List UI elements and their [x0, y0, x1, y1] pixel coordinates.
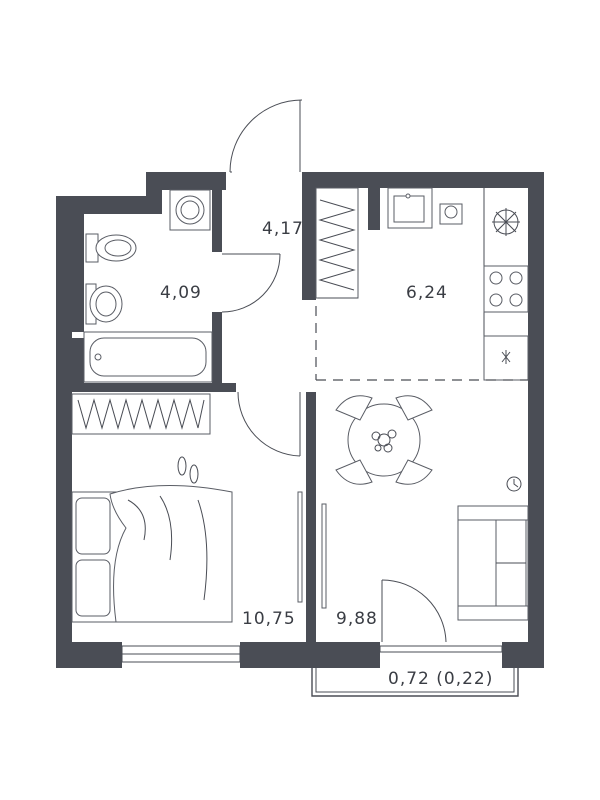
bathroom-area-label: 4,09: [160, 283, 202, 303]
balcony-outline: [311, 668, 519, 697]
area-labels: 4,09 4,17 6,24 10,75 9,88 0,72 (0,22): [160, 219, 493, 689]
bathroom-fixtures: [83, 189, 213, 383]
kitchen-fixtures: [387, 187, 529, 381]
kitchen-area-label: 6,24: [406, 283, 448, 303]
walls: [56, 172, 544, 668]
windows: [121, 645, 503, 663]
doors: [221, 99, 447, 643]
dining-set: [335, 395, 433, 485]
bedroom-fixtures: [71, 393, 303, 623]
living-fixtures: [321, 476, 529, 621]
hallway-area-label: 4,17: [262, 219, 304, 239]
hall-closet: [315, 187, 359, 299]
balcony-area-label: 0,72 (0,22): [388, 669, 493, 689]
living-area-label: 9,88: [336, 609, 378, 629]
bedroom-area-label: 10,75: [242, 609, 296, 629]
